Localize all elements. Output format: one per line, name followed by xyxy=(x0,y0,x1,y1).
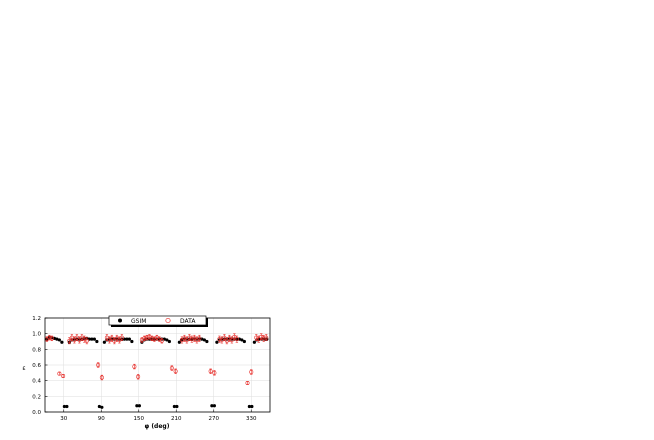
data-point xyxy=(208,369,213,374)
gsim-point xyxy=(205,339,209,344)
data-point xyxy=(261,336,266,341)
y-tick-label: 0.8 xyxy=(32,347,41,353)
y-tick-label: 0.6 xyxy=(32,363,41,369)
gsim-point xyxy=(165,338,169,342)
data-point xyxy=(119,335,124,340)
series-layer xyxy=(44,333,269,409)
gsim-point xyxy=(202,338,206,342)
data-point xyxy=(232,334,237,339)
data-point xyxy=(69,335,74,340)
gsim-point xyxy=(95,339,99,344)
gsim-point xyxy=(252,340,256,344)
data-point xyxy=(49,336,54,341)
gsim-point xyxy=(102,340,106,344)
x-tick-label: 30 xyxy=(60,416,67,422)
gsim-point xyxy=(212,404,216,408)
gsim-point xyxy=(247,404,251,409)
gsim-point xyxy=(125,337,129,341)
y-tick-label: 1.2 xyxy=(32,316,41,322)
series-gsim xyxy=(45,335,269,409)
gsim-point xyxy=(62,404,66,409)
legend-gsim-label: GSIM xyxy=(131,318,146,325)
data-point xyxy=(159,338,164,343)
y-tick-label: 1.0 xyxy=(32,332,41,338)
y-axis-label: ε xyxy=(22,365,25,372)
gsim-point xyxy=(215,340,219,344)
gsim-point xyxy=(240,338,244,342)
data-point xyxy=(84,338,89,343)
data-point xyxy=(57,371,62,376)
data-point xyxy=(109,336,114,341)
data-point xyxy=(173,369,178,374)
data-point xyxy=(74,335,79,340)
data-point xyxy=(234,337,239,342)
gsim-point xyxy=(135,404,139,408)
legend: GSIM DATA xyxy=(108,315,208,327)
legend-box xyxy=(108,315,207,326)
data-point xyxy=(47,335,52,340)
legend-data-marker xyxy=(165,317,171,324)
data-point xyxy=(189,337,194,342)
gsim-point xyxy=(250,404,254,409)
data-point xyxy=(256,337,261,342)
data-point xyxy=(219,337,224,342)
data-point xyxy=(169,366,174,371)
data-point xyxy=(136,374,141,379)
gsim-point xyxy=(92,337,96,341)
gsim-point xyxy=(130,339,134,344)
data-point xyxy=(72,337,77,342)
gsim-point xyxy=(97,404,101,409)
data-point xyxy=(149,336,154,341)
gsim-point xyxy=(90,337,94,341)
x-tick-label: 90 xyxy=(98,416,105,422)
data-point xyxy=(112,338,117,343)
y-tick-label: 0.0 xyxy=(32,410,41,416)
gsim-point xyxy=(210,404,214,408)
x-tick-label: 150 xyxy=(134,416,145,422)
data-point xyxy=(144,335,149,340)
data-point xyxy=(77,337,82,342)
legend-data-label: DATA xyxy=(180,318,196,325)
data-point xyxy=(132,364,137,369)
y-tick-label: 0.2 xyxy=(32,394,41,400)
legend-gsim-marker xyxy=(118,318,122,323)
axis-layer: 0.0 0.2 0.4 0.6 0.8 1.0 1.2 30 90 150 210 270 330 xyxy=(32,316,257,422)
data-point xyxy=(104,335,109,340)
gsim-point xyxy=(175,404,179,409)
data-point xyxy=(217,337,222,342)
x-tick-label: 270 xyxy=(209,416,220,422)
gsim-point xyxy=(242,339,246,344)
data-point xyxy=(142,336,147,341)
data-point xyxy=(212,370,217,375)
data-point xyxy=(61,373,66,378)
gsim-point xyxy=(172,404,176,409)
gsim-point xyxy=(55,337,59,341)
data-point xyxy=(184,337,189,342)
y-tick-label: 0.4 xyxy=(32,379,41,385)
gsim-point xyxy=(100,405,104,409)
gsim-point xyxy=(177,340,181,344)
series-data xyxy=(44,333,269,386)
data-point xyxy=(99,375,104,380)
x-axis-label: φ (deg) xyxy=(145,423,170,430)
x-tick-label: 330 xyxy=(246,416,257,422)
grid-layer xyxy=(45,317,270,413)
data-point xyxy=(264,335,269,340)
data-point xyxy=(245,381,250,386)
data-point xyxy=(197,336,202,341)
gsim-point xyxy=(60,340,64,344)
data-point xyxy=(224,338,229,343)
data-point xyxy=(96,362,101,367)
gsim-point xyxy=(57,338,61,342)
data-point xyxy=(117,337,122,342)
gsim-point xyxy=(65,404,69,409)
gsim-point xyxy=(137,404,141,408)
x-tick-label: 210 xyxy=(171,416,182,422)
gsim-point xyxy=(167,339,171,344)
gsim-point xyxy=(127,337,131,341)
data-point xyxy=(249,370,254,375)
